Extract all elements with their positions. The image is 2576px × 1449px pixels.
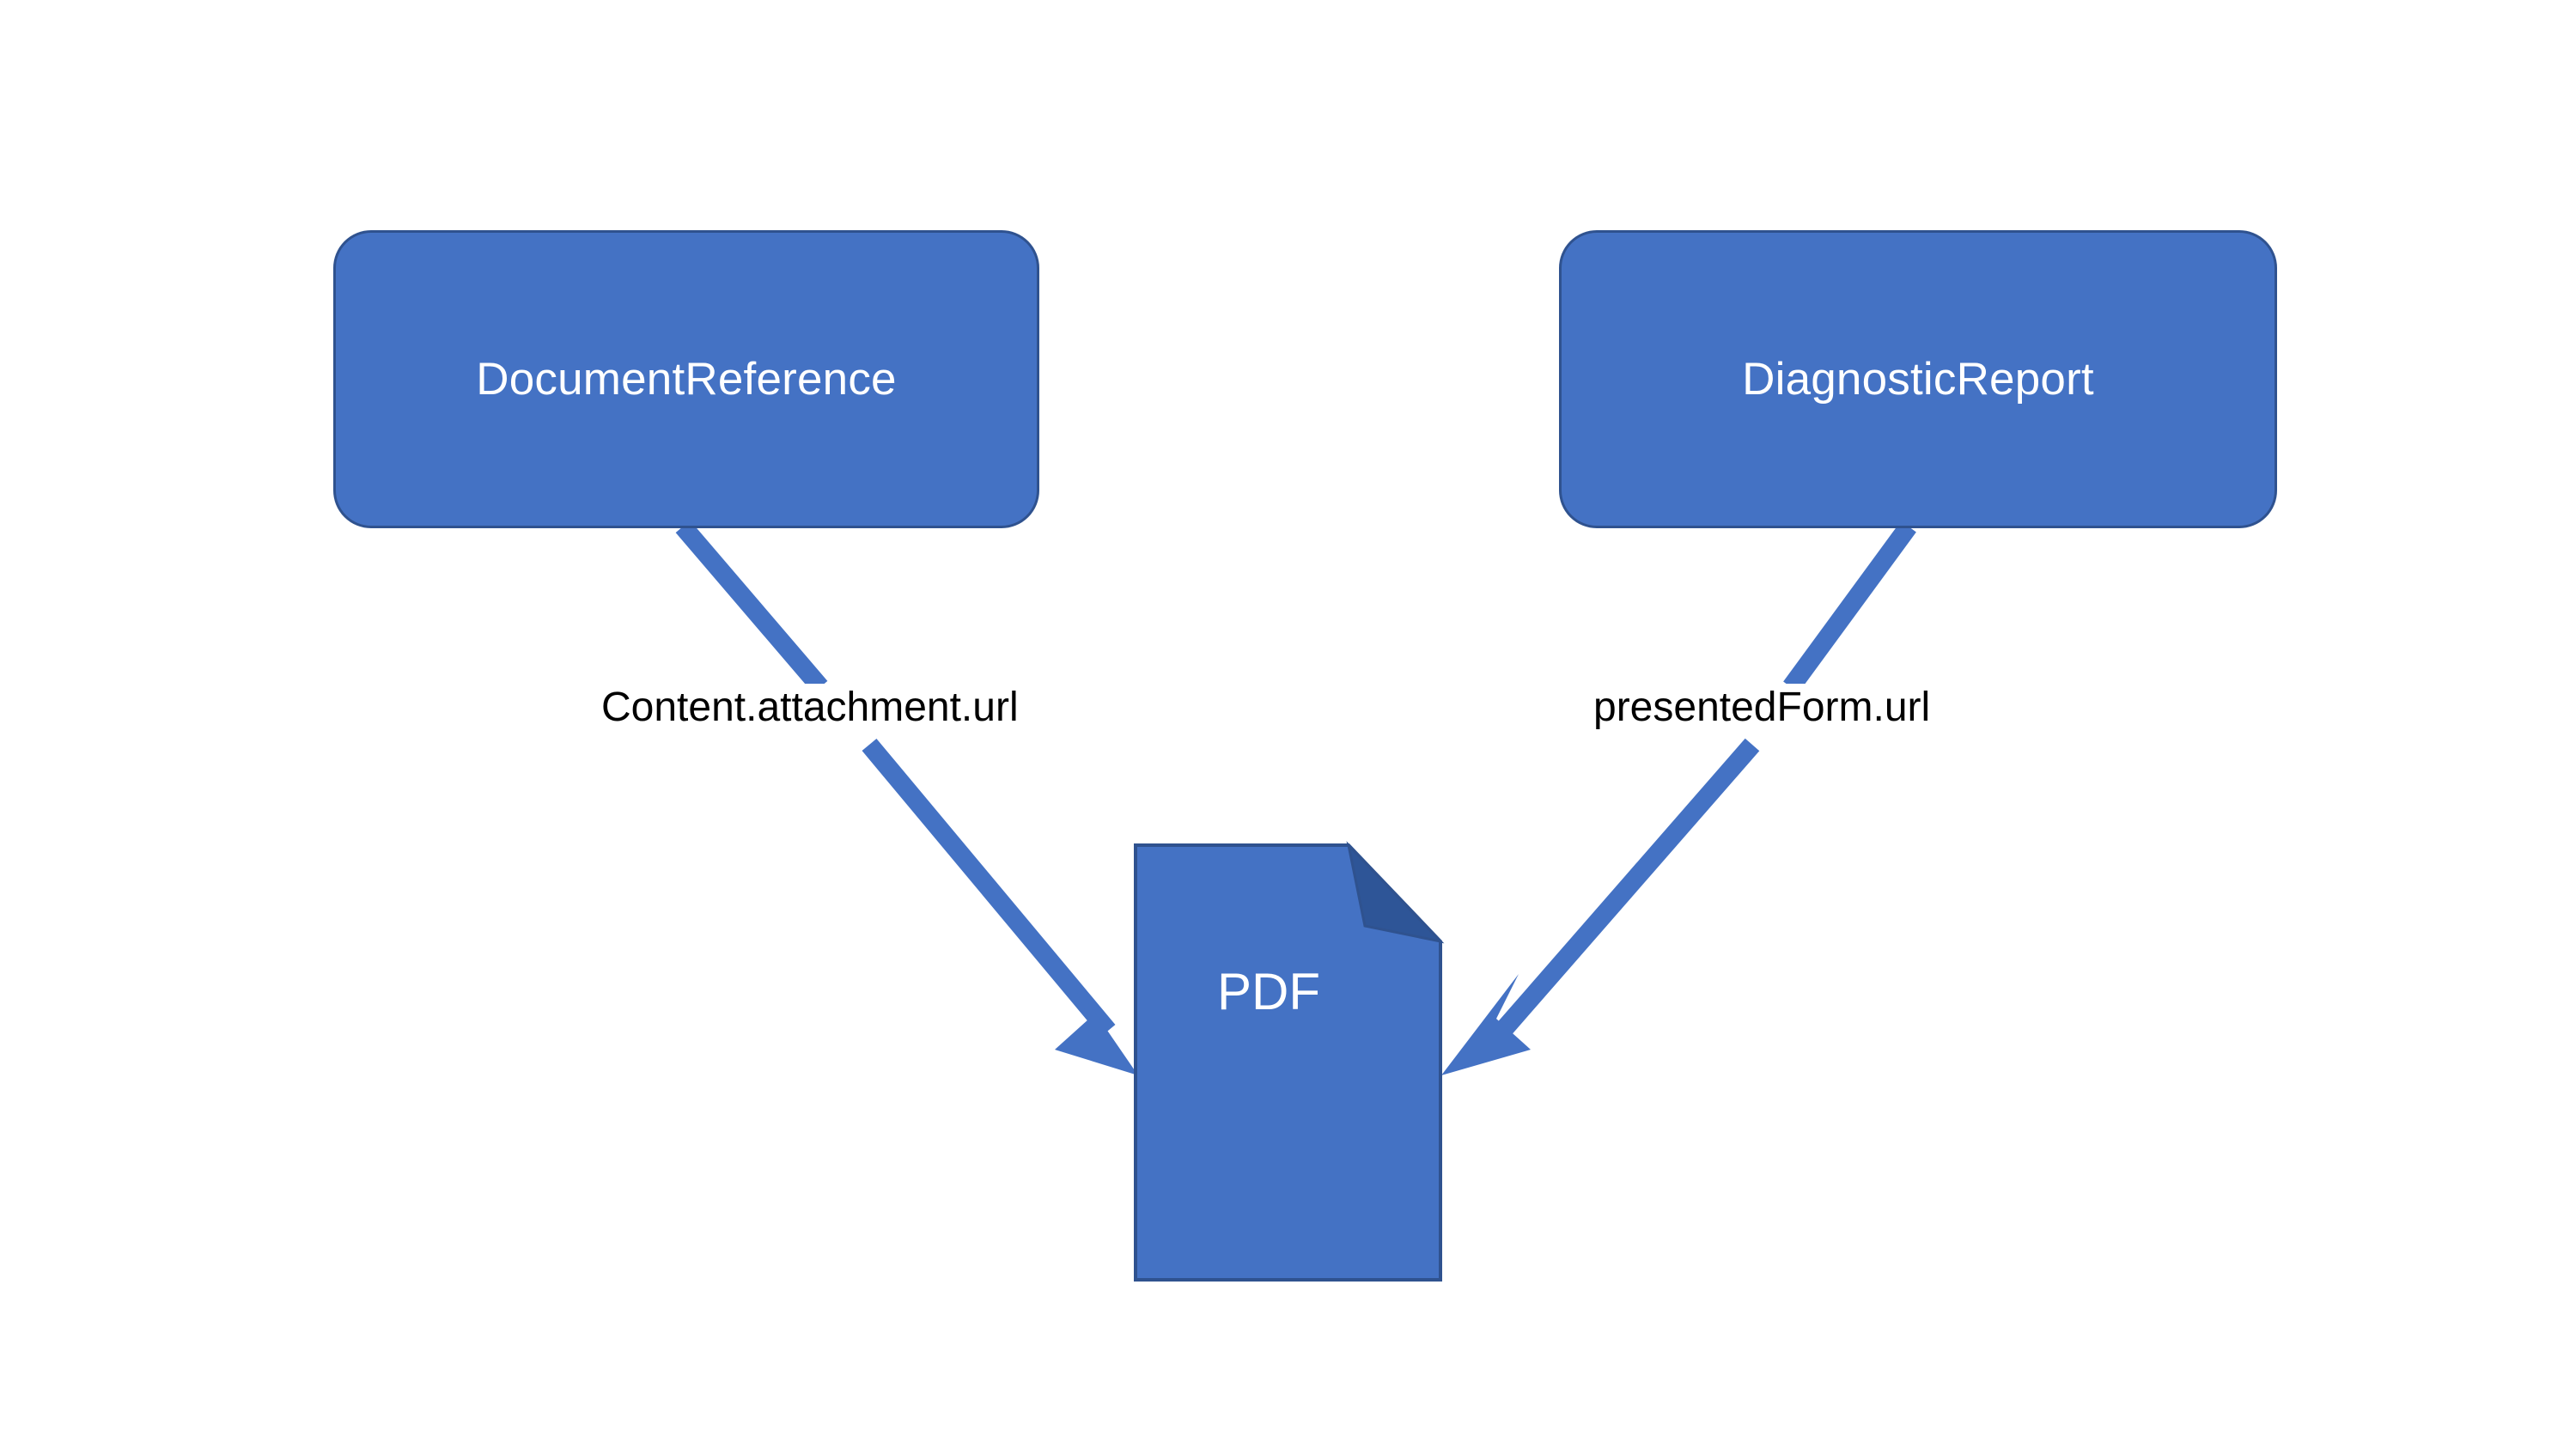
connector-documentreference-to-pdf: [675, 520, 1138, 1075]
arrowhead-right: [1441, 974, 1531, 1075]
pdf-folded-corner: [1346, 841, 1445, 944]
node-diagnostic-report[interactable]: DiagnosticReport: [1559, 230, 2277, 528]
edge-label-content-attachment-url: Content.attachment.url: [593, 684, 1027, 733]
edge-label-presented-form-url: presentedForm.url: [1585, 684, 1940, 733]
arrowhead-left: [1055, 974, 1138, 1075]
node-diagnostic-report-label: DiagnosticReport: [1742, 354, 2094, 405]
connector-line-upper-left: [675, 520, 828, 694]
connector-diagnosticreport-to-pdf: [1441, 521, 1916, 1075]
node-document-reference[interactable]: DocumentReference: [333, 230, 1039, 528]
connector-line-upper-right: [1783, 521, 1916, 693]
pdf-document-shape[interactable]: [1134, 841, 1445, 1282]
node-document-reference-label: DocumentReference: [476, 354, 897, 405]
pdf-page-body: [1134, 843, 1442, 1282]
connector-line-lower-right: [1491, 738, 1760, 1042]
connector-line-lower-left: [862, 738, 1116, 1038]
